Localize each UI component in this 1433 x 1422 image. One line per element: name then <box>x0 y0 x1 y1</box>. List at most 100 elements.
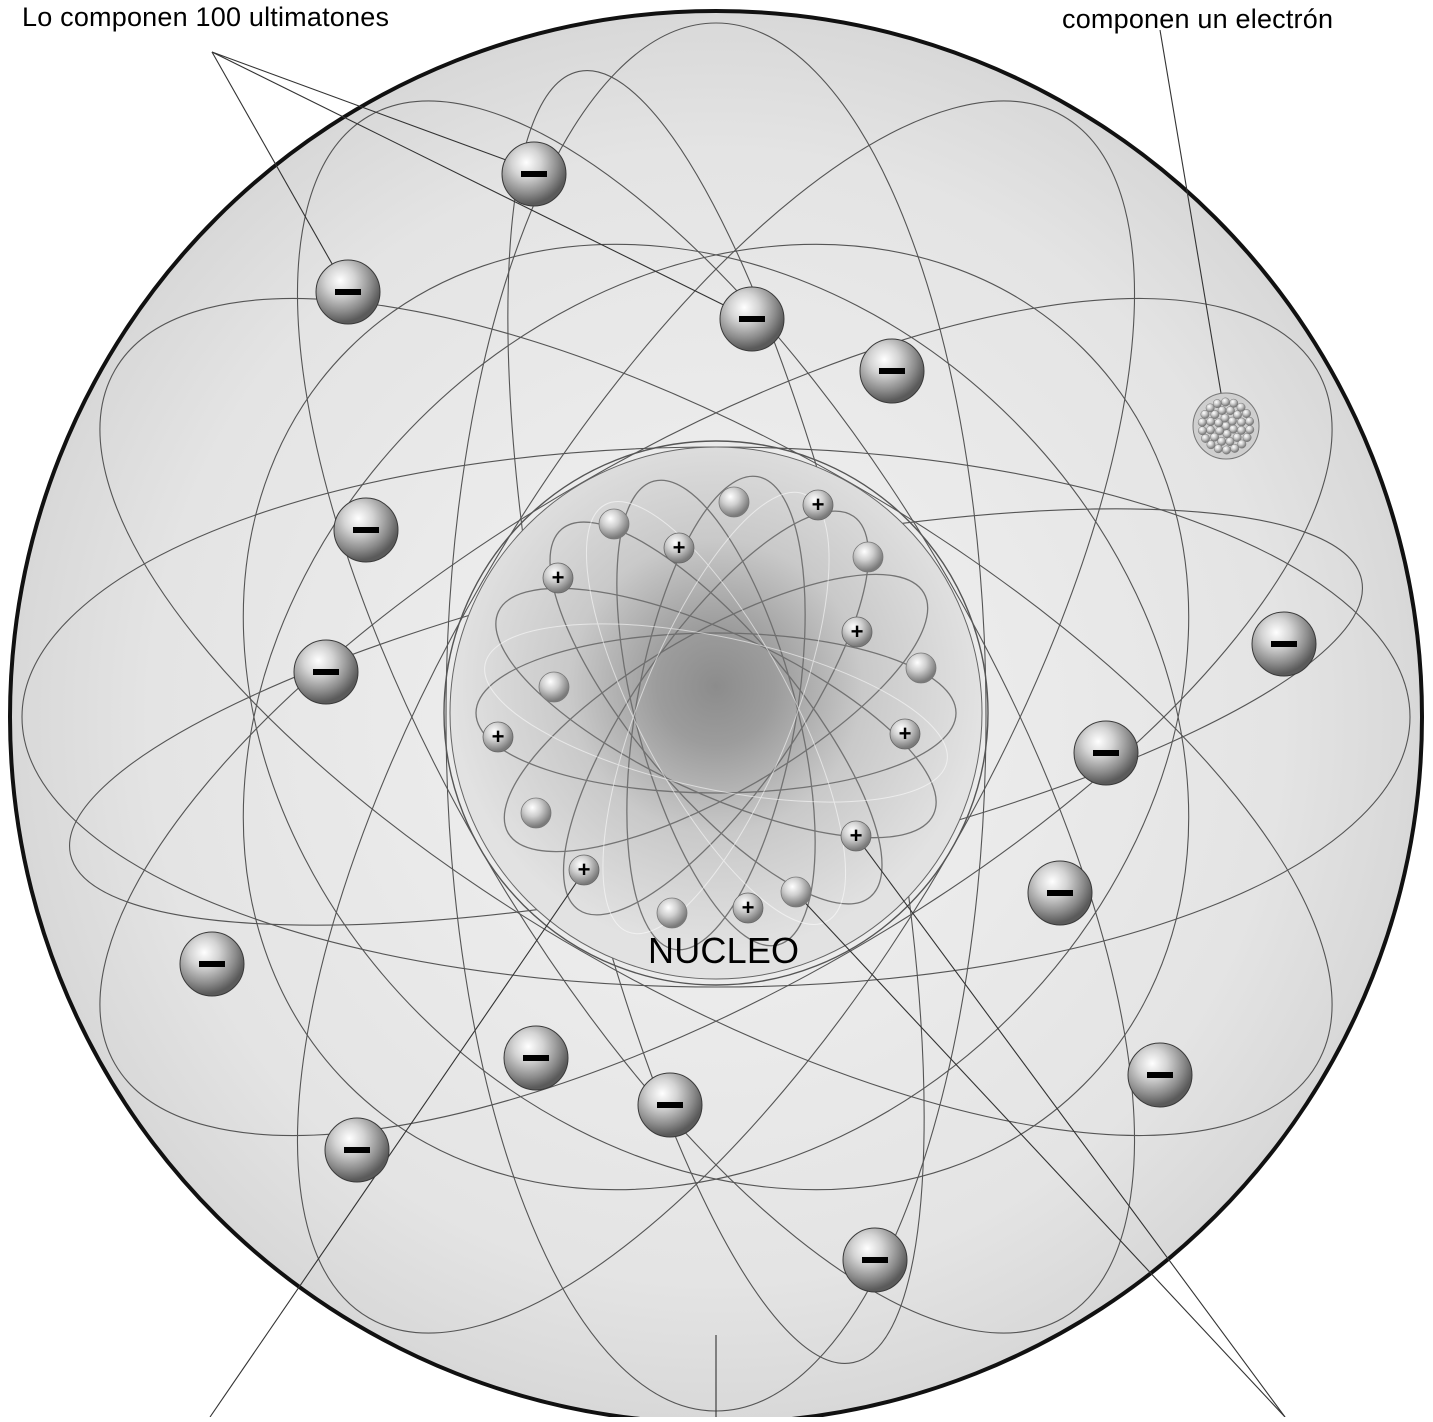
proton: + <box>663 532 695 564</box>
ultimaton <box>1245 416 1254 426</box>
electron <box>179 931 245 997</box>
ultimaton <box>1242 433 1252 442</box>
minus-sign <box>521 171 547 177</box>
neutron <box>598 508 630 540</box>
neutron <box>780 876 812 908</box>
ultimaton <box>1237 439 1247 449</box>
proton: + <box>482 721 514 753</box>
electron <box>324 1117 390 1183</box>
minus-sign <box>344 1147 370 1153</box>
proton: + <box>568 854 600 886</box>
ultimaton <box>1213 444 1223 454</box>
electrons <box>179 141 1317 1293</box>
ultimaton <box>1205 403 1215 413</box>
neutron <box>538 671 570 703</box>
ultimaton <box>1200 410 1210 419</box>
plus-sign: + <box>851 619 864 644</box>
plus-sign: + <box>552 565 565 590</box>
ultimaton <box>1201 433 1210 443</box>
minus-sign <box>199 961 225 967</box>
electron-composition-label: Lo componen 100 ultimatones <box>22 2 390 32</box>
minus-sign <box>353 527 379 533</box>
ultimaton <box>1233 410 1242 420</box>
electron <box>503 1025 569 1091</box>
ultimaton <box>1237 417 1246 427</box>
proton: + <box>542 562 574 594</box>
nucleus-outer-ring <box>443 440 989 986</box>
minus-sign <box>1147 1072 1173 1078</box>
electron <box>637 1072 703 1138</box>
minus-sign <box>1047 890 1073 896</box>
electron <box>1073 720 1139 786</box>
electron <box>1027 860 1093 926</box>
electron-callout-label: componen un electrón <box>1062 4 1334 34</box>
ultimaton <box>1212 399 1222 409</box>
ultimaton <box>1245 425 1255 435</box>
ultimaton <box>1236 425 1246 435</box>
minus-sign <box>335 289 361 295</box>
plus-sign: + <box>899 721 912 746</box>
nucleus-orbits <box>475 475 957 951</box>
electron <box>501 141 567 207</box>
neutron <box>905 652 937 684</box>
proton-sphere <box>889 718 921 750</box>
ultimaton <box>1232 433 1242 442</box>
ultimaton <box>1221 397 1230 407</box>
neutron <box>656 897 688 929</box>
ultimaton <box>1225 406 1235 416</box>
ultimaton <box>1206 425 1215 435</box>
proton-sphere <box>542 562 574 594</box>
electron <box>293 639 359 705</box>
electron <box>859 338 925 404</box>
ultimaton <box>1197 417 1207 427</box>
plus-sign: + <box>578 857 591 882</box>
minus-sign <box>313 669 339 675</box>
minus-sign <box>657 1102 683 1108</box>
proton-sphere <box>732 892 764 924</box>
minus-sign <box>523 1055 549 1061</box>
minus-sign <box>1271 641 1297 647</box>
leader-lines <box>209 29 1286 1418</box>
ultimaton <box>1242 409 1251 419</box>
ultimaton <box>1206 440 1216 450</box>
ultimaton <box>1210 432 1219 442</box>
nucleus-highlight-orbits <box>484 491 948 935</box>
ultimaton <box>1217 436 1227 446</box>
electron <box>315 259 381 325</box>
plus-sign: + <box>812 492 825 517</box>
neutron <box>718 486 750 518</box>
ultimaton <box>1229 398 1239 408</box>
minus-sign <box>879 368 905 374</box>
proton: + <box>840 820 872 852</box>
electron <box>719 286 785 352</box>
ultimaton <box>1236 402 1246 412</box>
electron <box>1127 1042 1193 1108</box>
minus-sign <box>739 316 765 322</box>
proton: + <box>889 718 921 750</box>
proton-sphere <box>663 532 695 564</box>
neutrons <box>520 486 937 929</box>
minus-sign <box>862 1257 888 1263</box>
proton-sphere <box>841 616 873 648</box>
plus-sign: + <box>742 895 755 920</box>
proton: + <box>802 489 834 521</box>
neutron <box>520 797 552 829</box>
electron <box>1251 611 1317 677</box>
proton-sphere <box>568 854 600 886</box>
nucleus-label: NUCLEO <box>648 930 800 971</box>
proton: + <box>841 616 873 648</box>
proton-sphere <box>482 721 514 753</box>
protons: + + + + + + + + + <box>482 489 921 924</box>
plus-sign: + <box>673 535 686 560</box>
ultimaton <box>1198 426 1207 436</box>
plus-sign: + <box>492 724 505 749</box>
ultimaton-cluster <box>1192 392 1260 460</box>
neutron <box>852 541 884 573</box>
electron <box>333 497 399 563</box>
proton-sphere <box>840 820 872 852</box>
minus-sign <box>1093 750 1119 756</box>
electron <box>842 1227 908 1293</box>
proton-sphere <box>802 489 834 521</box>
